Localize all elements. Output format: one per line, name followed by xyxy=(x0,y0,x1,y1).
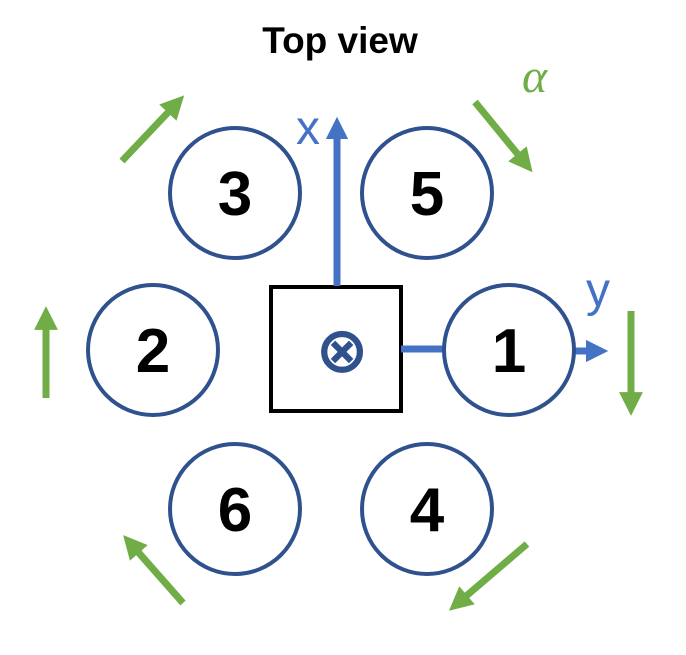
rotor-3: 3 xyxy=(168,126,302,260)
rotor-2: 2 xyxy=(86,283,220,417)
rotor-5-spin-arrow xyxy=(472,99,533,173)
rotor-4-spin-arrow xyxy=(448,541,530,611)
x-axis-label: x xyxy=(296,102,320,155)
rotor-6: 6 xyxy=(168,442,302,576)
z-axis-into-page-icon: ⊗ xyxy=(315,314,369,388)
rotor-label: 1 xyxy=(492,317,526,386)
rotor-5: 5 xyxy=(360,126,494,260)
rotor-label: 4 xyxy=(410,476,445,545)
y-axis-label: y xyxy=(586,264,610,317)
rotor-label: 6 xyxy=(218,476,252,545)
rotation-alpha-label: α xyxy=(522,50,548,103)
rotor-6-spin-arrow xyxy=(123,535,186,606)
rotor-4: 4 xyxy=(360,442,494,576)
rotor-3-spin-arrow xyxy=(119,95,185,164)
rotor-1: 1 xyxy=(442,283,576,417)
rotor-label: 3 xyxy=(218,160,252,229)
body-frame xyxy=(269,285,403,413)
rotor-label: 5 xyxy=(410,160,444,229)
diagram-title: Top view xyxy=(262,20,418,61)
rotor-label: 2 xyxy=(136,317,170,386)
